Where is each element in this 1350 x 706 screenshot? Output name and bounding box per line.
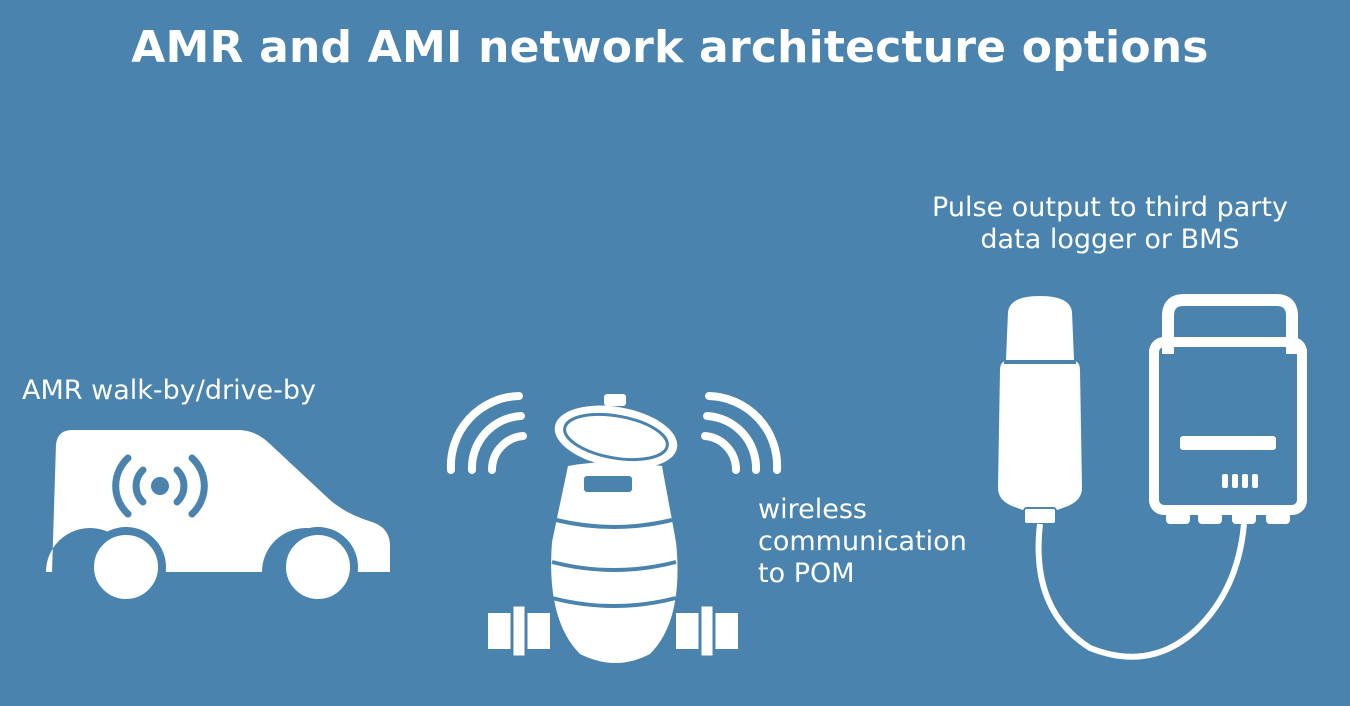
pulse-device-body [998, 360, 1082, 512]
meter-ring-upper [555, 518, 673, 529]
logger-foot-4 [1266, 510, 1290, 524]
meter-body [551, 462, 678, 663]
meter-pipe-right-flange [698, 603, 716, 659]
logger-case [1149, 337, 1307, 515]
data-logger-icon [1149, 294, 1307, 524]
wireless-label-line-2: communication [758, 526, 967, 557]
logger-light-4 [1252, 474, 1258, 488]
pulse-device-top [1006, 296, 1074, 360]
amr-walk-by-label: AMR walk-by/drive-by [22, 375, 317, 406]
pulse-device-connector [1023, 507, 1057, 525]
logger-foot-2 [1198, 510, 1222, 524]
pulse-cable [1035, 523, 1247, 660]
pulse-output-label: Pulse output to third party data logger … [905, 192, 1315, 256]
meter-display [584, 476, 632, 492]
van-signal-icon [112, 454, 208, 518]
logger-foot-3 [1232, 510, 1256, 524]
wireless-waves-left-icon [446, 392, 527, 474]
logger-handle [1162, 294, 1298, 354]
wireless-waves-right-icon [701, 392, 782, 474]
pulse-label-line-2: data logger or BMS [980, 224, 1240, 255]
water-meter-icon [446, 392, 782, 663]
wireless-label-line-1: wireless [758, 494, 867, 525]
van-icon [46, 430, 390, 607]
wireless-label-line-3: to POM [758, 558, 855, 589]
logger-display-bar [1180, 436, 1276, 450]
diagram-title: AMR and AMI network architecture options [131, 22, 1209, 73]
pulse-output-device-icon [998, 296, 1247, 660]
logger-foot-1 [1166, 510, 1190, 524]
van-rear-wheel [86, 527, 166, 607]
van-front-wheel [278, 527, 358, 607]
meter-lid [554, 394, 678, 469]
logger-light-2 [1232, 474, 1238, 488]
wireless-communication-label: wireless communication to POM [758, 494, 967, 590]
meter-pipe-left-flange [510, 603, 528, 659]
logger-light-1 [1222, 474, 1228, 488]
meter-ring-lower [551, 596, 677, 608]
pulse-label-line-1: Pulse output to third party [932, 192, 1288, 223]
logger-light-3 [1242, 474, 1248, 488]
meter-ring-mid [551, 560, 677, 572]
